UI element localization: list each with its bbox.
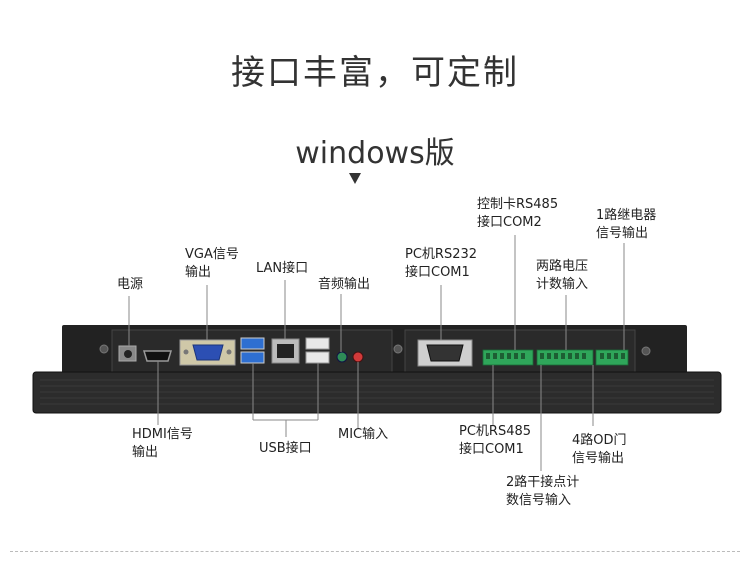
label-mic: MIC输入 <box>338 427 389 442</box>
down-arrow-icon <box>349 173 361 184</box>
label-od-out: 4路OD门信号输出 <box>572 433 627 466</box>
lan-port <box>271 338 300 364</box>
screw-icon <box>99 344 651 356</box>
audio-out-jack <box>336 351 348 363</box>
label-vga: VGA信号输出 <box>185 247 239 280</box>
page-subtitle: windows版 <box>295 136 455 171</box>
power-jack <box>118 345 137 362</box>
terminal-screws <box>486 353 625 359</box>
mic-in-jack <box>352 351 364 363</box>
hdmi-port <box>142 350 173 362</box>
label-audio-out: 音频输出 <box>318 277 371 292</box>
serial-port-com1 <box>417 339 473 367</box>
bottom-divider <box>10 551 740 552</box>
label-hdmi: HDMI信号输出 <box>132 427 193 460</box>
bezel-texture <box>40 379 714 405</box>
label-relay-out: 1路继电器信号输出 <box>596 208 657 241</box>
page-title: 接口丰富，可定制 <box>231 53 519 93</box>
leader-lines <box>128 235 625 471</box>
label-power: 电源 <box>117 277 144 292</box>
vga-port <box>179 339 236 366</box>
label-lan: LAN接口 <box>256 261 309 276</box>
label-voltage-in: 两路电压计数输入 <box>536 259 589 292</box>
label-dry-contact: 2路干接点计数信号输入 <box>506 475 580 508</box>
label-usb: USB接口 <box>259 441 312 456</box>
